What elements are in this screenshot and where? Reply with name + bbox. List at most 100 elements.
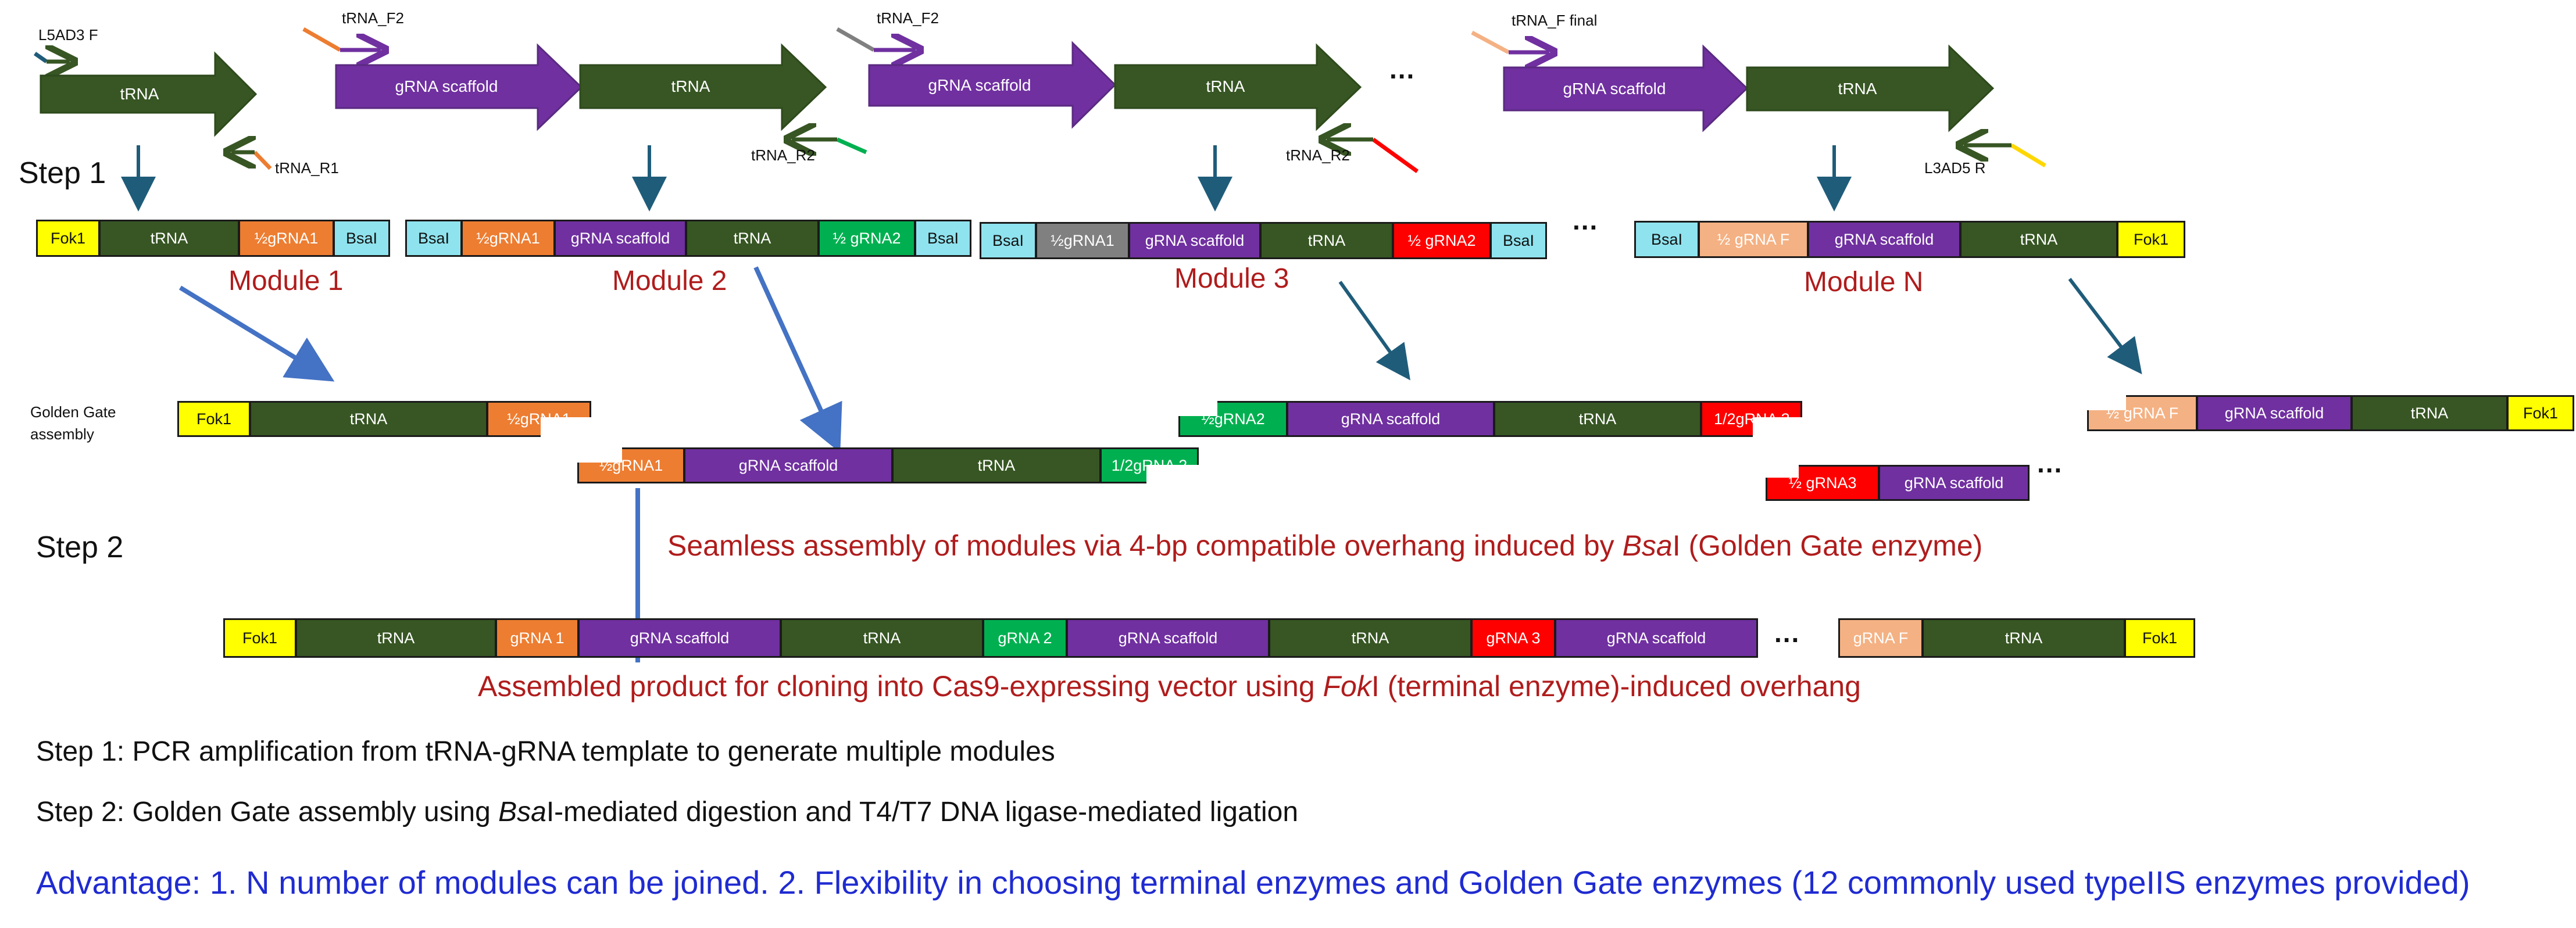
seamless-text-post: I (Golden Gate enzyme): [1672, 529, 1983, 562]
module3-scaffold: gRNA scaffold: [1128, 222, 1261, 259]
note-step2: Step 2: Golden Gate assembly using BsaI-…: [36, 796, 1298, 828]
advantage-text: Advantage: 1. N number of modules can be…: [36, 864, 2470, 901]
module1-half-grna1: ½gRNA1: [238, 220, 334, 257]
primer-trna-r2-arrow-2: [1327, 139, 1419, 173]
primer-trna-f2-arrow-2: [836, 27, 916, 50]
product-trna-4: tRNA: [1922, 618, 2125, 658]
gg-row3-trna: tRNA: [1494, 401, 1702, 437]
gg-row5-scaffold: gRNA scaffold: [2196, 395, 2352, 431]
product-grna2: gRNA 2: [982, 618, 1067, 658]
gg-row2-overhang-right: [1146, 465, 1205, 489]
gg-row3-overhang: [1177, 395, 1217, 416]
step2-label: Step 2: [36, 531, 124, 564]
assembly-arrow-n: [2068, 278, 2142, 375]
modulen-scaffold: gRNA scaffold: [1807, 221, 1961, 258]
module1-label: Module 1: [228, 266, 344, 296]
gg-ellipsis: ...: [2037, 448, 2063, 478]
template-arrow-scaffold-3: [1503, 44, 1749, 132]
gg-row4-scaffold: gRNA scaffold: [1878, 465, 2030, 501]
module1-bsai: BsaI: [333, 220, 390, 257]
gg-row5-overhang: [2085, 389, 2126, 410]
modulen-half-grna-f: ½ gRNA F: [1698, 221, 1809, 258]
gg-row3-scaffold: gRNA scaffold: [1287, 401, 1495, 437]
gg-row1-fok1: Fok1: [177, 401, 251, 437]
module2-bsai-left: BsaI: [405, 220, 462, 257]
product-trna-2: tRNA: [780, 618, 984, 658]
seamless-assembly-text: Seamless assembly of modules via 4-bp co…: [667, 529, 1982, 562]
template-arrow-scaffold-1: [335, 43, 583, 131]
note-step2-pre: Step 2: Golden Gate assembly using: [36, 797, 499, 827]
seamless-text-em: Bsa: [1622, 529, 1673, 562]
module2-half-grna1: ½gRNA1: [461, 220, 555, 257]
assembly-arrow-2: [753, 266, 842, 453]
gg-row4-overhang: [1764, 460, 1799, 478]
product-grna-f: gRNA F: [1838, 618, 1923, 658]
template-arrow-label-6: gRNA scaffold: [1563, 80, 1666, 98]
module1-trna: tRNA: [99, 220, 240, 257]
note-step2-em: Bsa: [498, 797, 546, 827]
template-arrows: [40, 41, 1995, 137]
module2-bsai-right: BsaI: [914, 220, 971, 257]
primer-label-trna-f-final: tRNA_F final: [1512, 12, 1598, 29]
golden-gate-label: Golden Gate assembly: [30, 403, 116, 443]
module3-half-grna1: ½gRNA1: [1035, 222, 1130, 259]
template-arrow-label-5: tRNA: [1206, 77, 1245, 95]
module3-bsai-right: BsaI: [1490, 222, 1547, 259]
module3-label: Module 3: [1174, 263, 1289, 294]
module3-half-grna2: ½ gRNA2: [1392, 222, 1491, 259]
primer-label-trna-r2-2: tRNA_R2: [1286, 146, 1350, 164]
modulen-label: Module N: [1804, 267, 1924, 298]
gg-row1-trna: tRNA: [249, 401, 488, 437]
primer-trna-f-final-arrow: [1471, 30, 1549, 52]
gg-row2-scaffold: gRNA scaffold: [684, 447, 893, 483]
gg-row5-trna: tRNA: [2351, 395, 2508, 431]
primer-label-trna-f2-2: tRNA_F2: [877, 9, 939, 27]
product-trna-3: tRNA: [1269, 618, 1472, 658]
modulen-trna: tRNA: [1960, 221, 2118, 258]
primer-label-l5ad3f: L5AD3 F: [38, 26, 98, 44]
assembled-text-em: Fok: [1323, 670, 1371, 703]
step1-label: Step 1: [19, 156, 106, 190]
product-trna-1: tRNA: [295, 618, 496, 658]
template-arrow-label-7: tRNA: [1838, 80, 1877, 98]
template-arrow-label-1: tRNA: [120, 85, 159, 103]
assembly-arrow-1: [178, 285, 335, 382]
template-arrow-label-2: gRNA scaffold: [395, 77, 498, 95]
module2-trna: tRNA: [685, 220, 819, 257]
template-arrow-scaffold-2: [868, 41, 1117, 129]
primer-label-l3ad5r: L3AD5 R: [1924, 159, 1986, 177]
primer-label-trna-r2-1: tRNA_R2: [751, 146, 815, 164]
assembled-text-post: I (terminal enzyme)-induced overhang: [1371, 670, 1861, 703]
note-step2-post: I-mediated digestion and T4/T7 DNA ligas…: [546, 797, 1299, 827]
gg-row5-fok1: Fok1: [2507, 395, 2574, 431]
primer-trna-r1-arrow: [231, 152, 272, 170]
product-grna1: gRNA 1: [495, 618, 579, 658]
template-arrow-trna-2: [579, 43, 827, 131]
module2-label: Module 2: [612, 266, 727, 296]
product-scaffold-2: gRNA scaffold: [1066, 618, 1270, 658]
primer-l3ad5r-arrow: [1964, 145, 2046, 167]
module1-fok1: Fok1: [36, 220, 100, 257]
primer-trna-f2-arrow-1: [302, 27, 381, 50]
module2-scaffold: gRNA scaffold: [554, 220, 687, 257]
primer-label-trna-r1: tRNA_R1: [275, 159, 339, 177]
gg-row3-overhang-right: [1753, 417, 1811, 442]
assembly-arrow-3: [1338, 281, 1410, 381]
note-step1: Step 1: PCR amplification from tRNA-gRNA…: [36, 736, 1055, 767]
product-scaffold-3: gRNA scaffold: [1555, 618, 1758, 658]
assembled-product-text: Assembled product for cloning into Cas9-…: [478, 669, 1861, 703]
modulen-bsai: BsaI: [1634, 221, 1699, 258]
product-fok1-left: Fok1: [223, 618, 296, 658]
template-ellipsis: ...: [1389, 54, 1416, 84]
template-arrow-trna-3: [1114, 43, 1362, 131]
gg-row1-overhang: [541, 417, 605, 442]
primer-l5ad3f-arrow: [33, 53, 70, 62]
seamless-text-pre: Seamless assembly of modules via 4-bp co…: [667, 529, 1623, 562]
assembled-text-pre: Assembled product for cloning into Cas9-…: [478, 670, 1323, 703]
module2-half-grna2: ½ gRNA2: [818, 220, 916, 257]
product-grna3: gRNA 3: [1471, 618, 1556, 658]
modulen-fok1: Fok1: [2117, 221, 2185, 258]
product-ellipsis: ...: [1774, 618, 1800, 648]
